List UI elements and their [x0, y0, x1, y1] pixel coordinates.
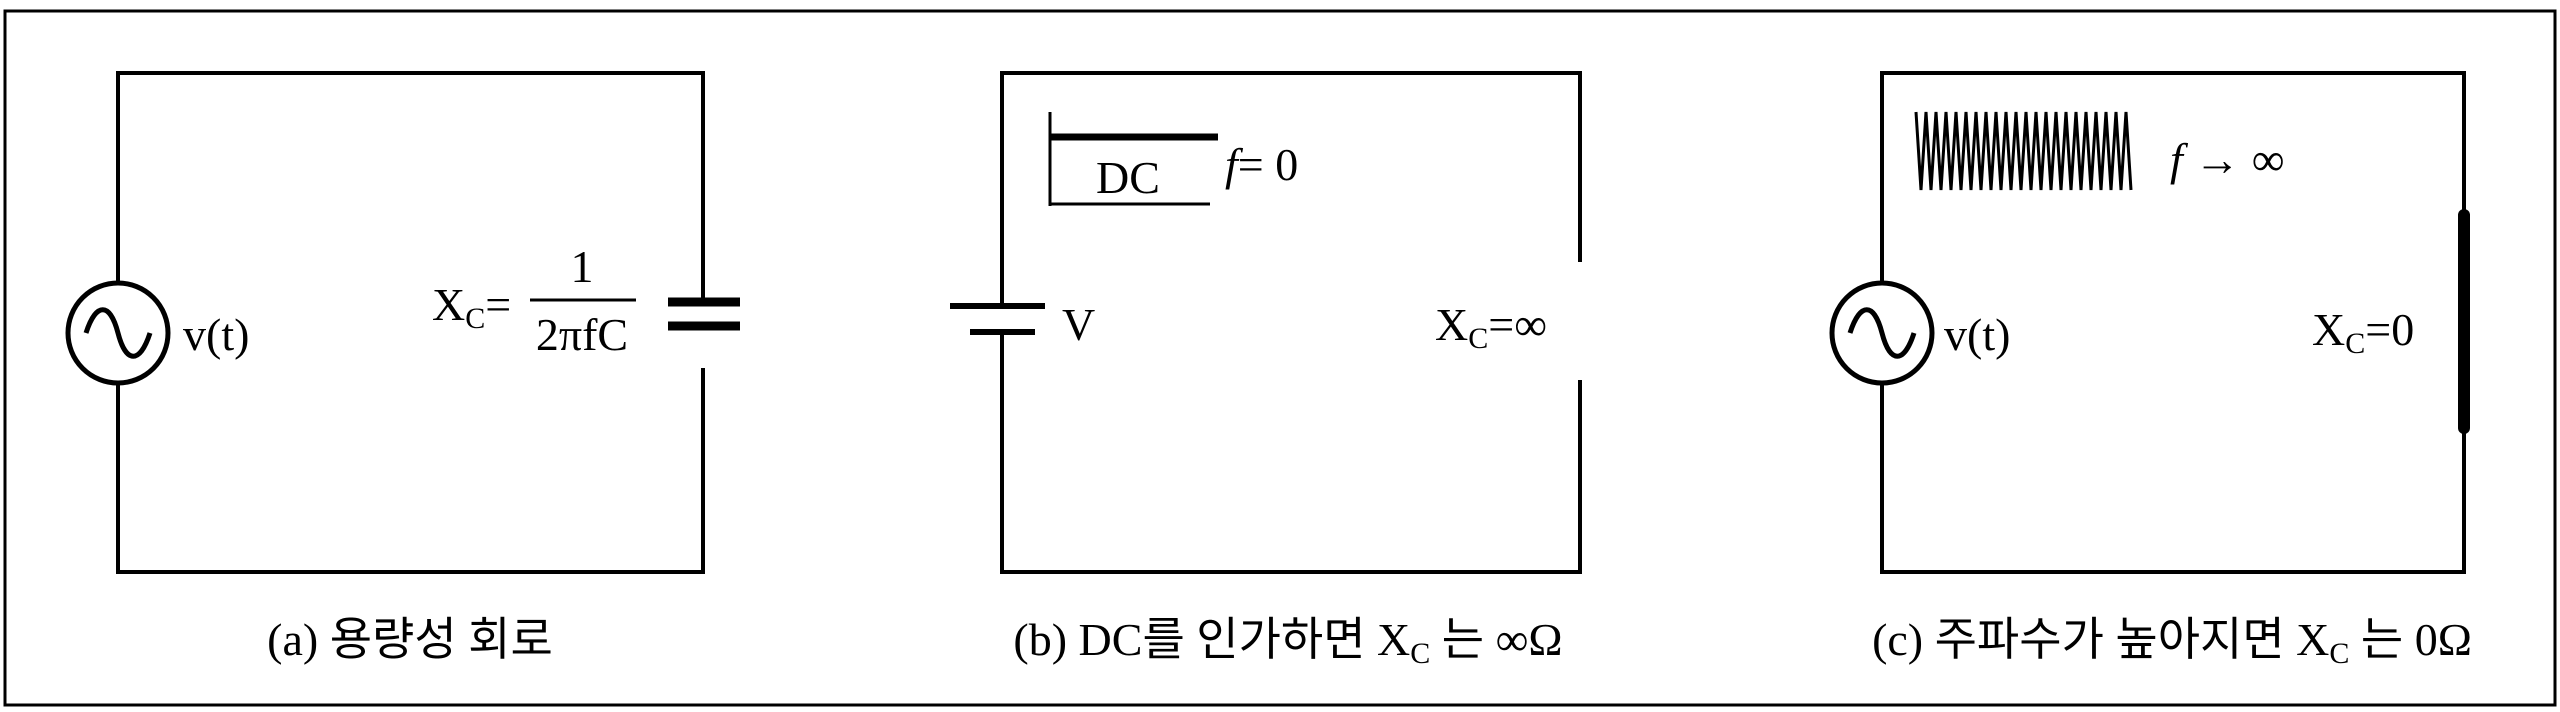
- svg-text:XC=: XC=: [432, 279, 511, 335]
- formula-denominator: 2πfC: [536, 309, 628, 360]
- capacitor-icon: [668, 297, 740, 331]
- panel-b-caption: (b) DC를 인가하면 XC 는 ∞Ω: [1013, 614, 1562, 670]
- xc-subscript: C: [465, 302, 485, 335]
- panel-b-dc-circuit: V DC f= 0 XC=∞ (b) DC를 인가하면 XC 는 ∞Ω: [950, 71, 1582, 670]
- panel-a-capacitive-circuit: v(t) XC= 1 2πfC (a) 용량성 회로: [65, 71, 740, 665]
- panel-a-caption: (a) 용량성 회로: [267, 614, 553, 665]
- panel-c-caption: (c) 주파수가 높아지면 XC 는 0Ω: [1872, 614, 2472, 670]
- dc-label: DC: [1096, 152, 1160, 203]
- outer-frame: [3, 9, 2557, 707]
- xc-symbol: X: [432, 279, 465, 330]
- ac-source-icon: [1829, 280, 1935, 386]
- frequency-value: = 0: [1238, 139, 1298, 190]
- high-frequency-waveform-icon: [1914, 111, 2133, 191]
- battery-label: V: [1062, 299, 1095, 350]
- frequency-value: → ∞: [2183, 134, 2285, 185]
- dc-waveform-icon: [1048, 112, 1218, 206]
- panel-b-xc-label: XC=∞: [1435, 299, 1547, 355]
- panel-a-source-label: v(t): [183, 309, 249, 360]
- formula-numerator: 1: [571, 241, 594, 292]
- svg-text:f= 0: f= 0: [1225, 139, 1298, 190]
- panel-c-xc-label: XC=0: [2312, 304, 2414, 360]
- ac-source-icon: [65, 280, 171, 386]
- panel-c-source-label: v(t): [1944, 309, 2010, 360]
- battery-icon: [950, 303, 1045, 335]
- xc-equals: =: [485, 279, 511, 330]
- panel-a-wire: [116, 71, 705, 574]
- panel-b-wire: [1000, 71, 1582, 574]
- svg-text:f → ∞: f → ∞: [2170, 134, 2285, 185]
- panel-c-high-frequency-circuit: v(t) f → ∞ XC=0 (c) 주파수가 높아지면 XC 는 0Ω: [1829, 71, 2472, 670]
- panel-a-xc-formula: XC= 1 2πfC: [432, 241, 636, 360]
